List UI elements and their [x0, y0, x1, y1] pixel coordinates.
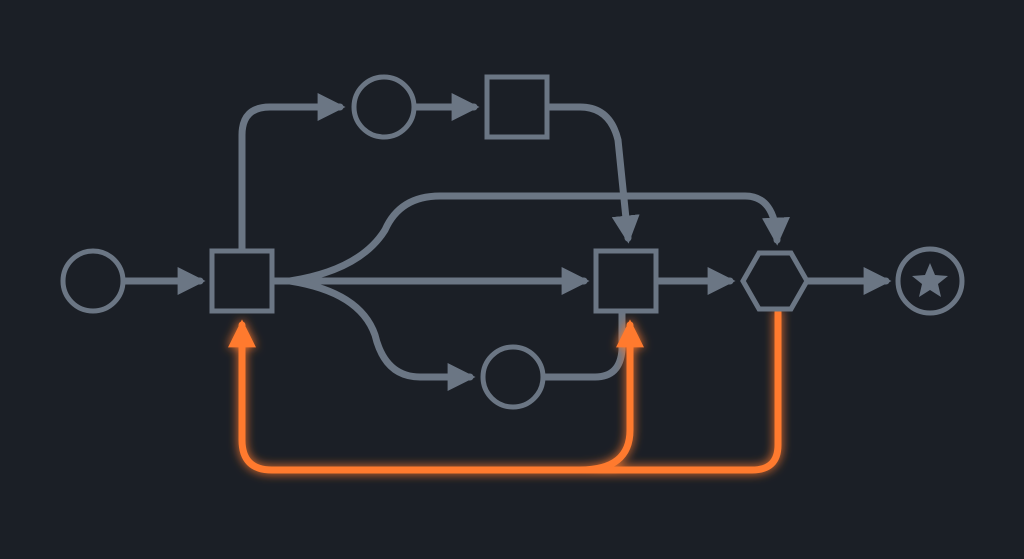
feedback-gateway-split: [228, 308, 782, 474]
edge-split-upper-event: [238, 93, 346, 255]
merge-node[interactable]: [593, 248, 659, 314]
start-node[interactable]: [60, 248, 126, 314]
upper-task-node[interactable]: [484, 74, 550, 140]
edge-lower-event-merge: [539, 308, 626, 381]
upper-event-node[interactable]: [351, 74, 417, 140]
split-node[interactable]: [209, 248, 275, 314]
feedback-gateway-merge: [576, 319, 644, 474]
star-icon: [912, 263, 948, 297]
edge-upper-task-merge: [543, 103, 640, 244]
lower-event-node[interactable]: [480, 344, 546, 410]
edge-split-gateway: [286, 192, 790, 285]
gateway-node[interactable]: [740, 250, 810, 312]
edge-split-lower-event: [286, 277, 476, 391]
